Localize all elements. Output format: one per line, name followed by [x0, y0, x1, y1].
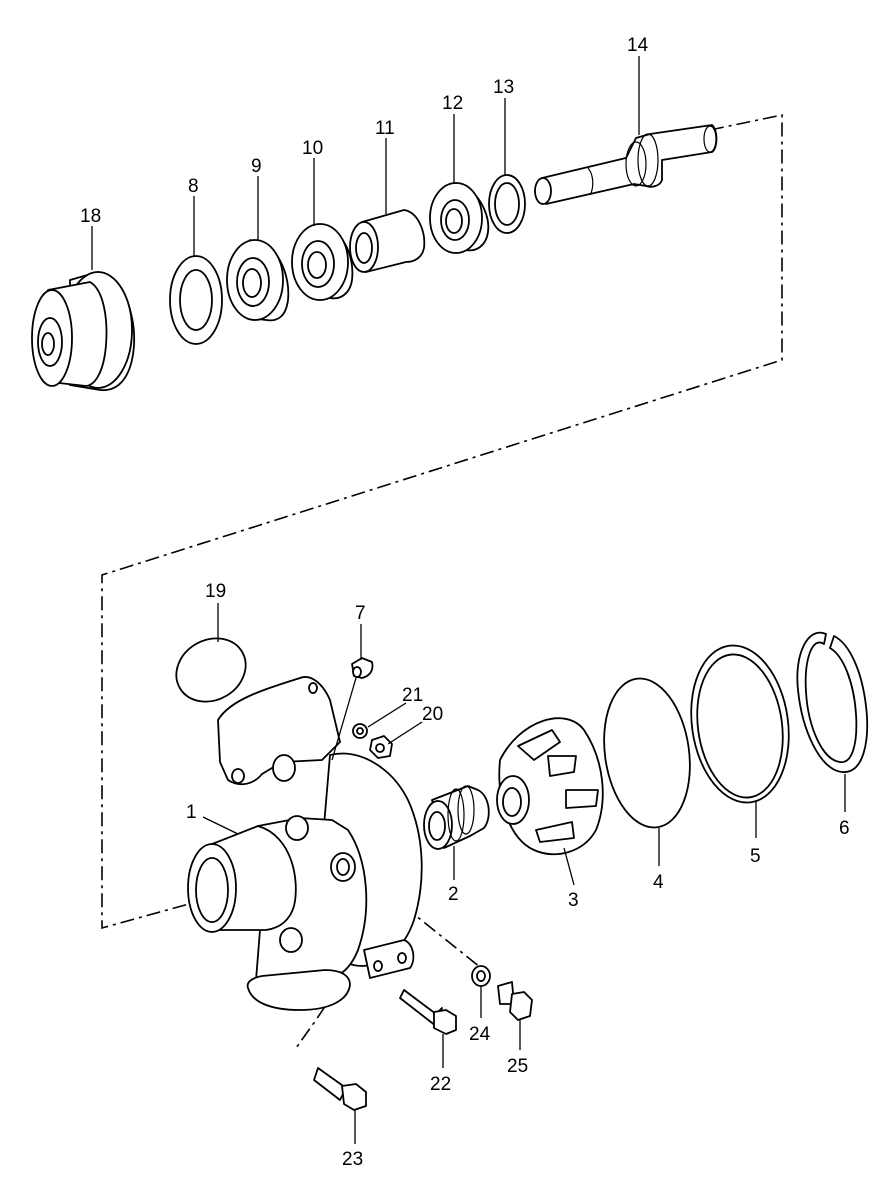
part-2-mechanical-seal: [423, 785, 490, 850]
callout-numbers: 1 2 3 4 5 6 7 8 9 10 11 12 13 14 18 19 2…: [80, 35, 850, 1170]
label-5: 5: [750, 846, 761, 867]
part-10-bearing: [291, 223, 354, 301]
part-19-o-ring: [175, 637, 247, 703]
label-7: 7: [355, 603, 366, 624]
part-13-snap-ring: [488, 174, 526, 234]
label-22: 22: [430, 1074, 451, 1095]
part-11-spacer-tube: [349, 209, 426, 273]
part-14-shaft: [534, 124, 718, 205]
label-18: 18: [80, 206, 101, 227]
label-24: 24: [469, 1024, 491, 1045]
label-14: 14: [627, 35, 649, 56]
part-6-snap-ring: [796, 631, 869, 773]
label-10: 10: [302, 138, 323, 159]
part-3-impeller: [496, 717, 604, 856]
label-2: 2: [448, 884, 459, 905]
part-7-grease-nipple: [331, 657, 374, 761]
leader-lines: [91, 56, 846, 1144]
label-23: 23: [342, 1149, 363, 1170]
part-21-washer: [352, 723, 368, 739]
part-9-bearing: [226, 239, 290, 322]
label-19: 19: [205, 581, 226, 602]
label-8: 8: [188, 176, 199, 197]
part-25-plug: [497, 981, 533, 1021]
label-4: 4: [653, 872, 664, 893]
part-18-pulley-hub: [31, 271, 135, 391]
part-1-pump-housing: [187, 676, 423, 1011]
label-1: 1: [186, 802, 197, 823]
label-9: 9: [251, 156, 262, 177]
label-12: 12: [442, 93, 463, 114]
part-20-nut: [369, 735, 393, 759]
part-12-bearing: [429, 182, 490, 254]
label-25: 25: [507, 1056, 528, 1077]
label-13: 13: [493, 77, 514, 98]
label-21: 21: [402, 685, 423, 706]
label-6: 6: [839, 818, 850, 839]
part-5-cover-ring: [690, 644, 790, 804]
part-23-bolt: [313, 1067, 367, 1111]
label-3: 3: [568, 890, 579, 911]
part-22-bolt: [399, 989, 457, 1035]
part-4-gasket: [603, 677, 691, 829]
label-20: 20: [422, 704, 443, 725]
label-11: 11: [375, 118, 395, 139]
part-8-washer: [169, 255, 223, 345]
part-24-washer: [471, 965, 491, 987]
